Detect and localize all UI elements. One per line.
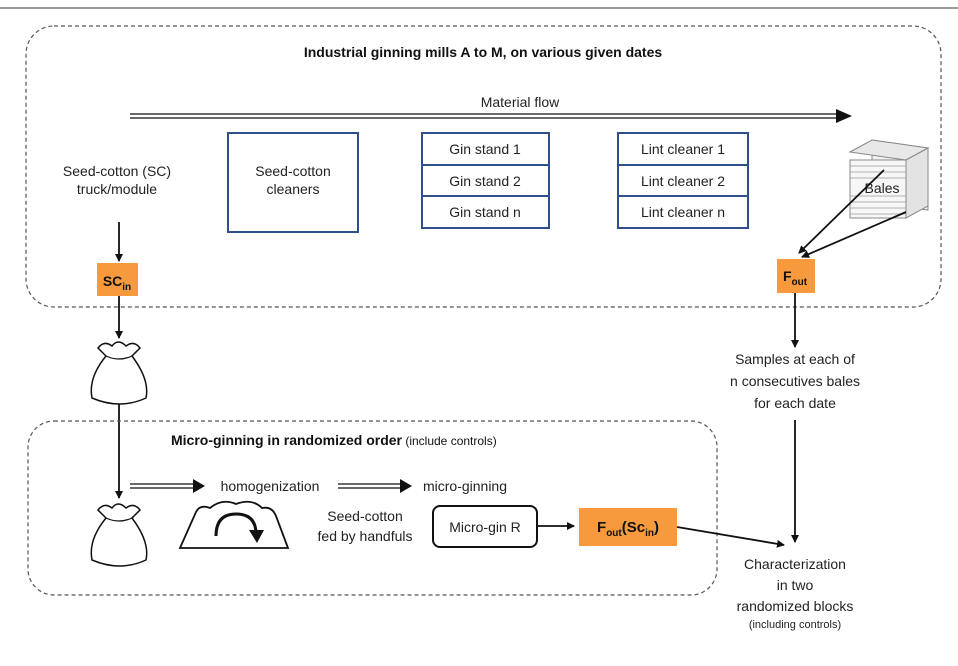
to-homogenization-arrow (130, 479, 205, 493)
gin-stand-label: Gin stand 2 (449, 173, 521, 189)
fout-sc-in-to-characterization-arrow (676, 526, 785, 548)
homogenization-label: homogenization (221, 478, 320, 494)
gin-stands-stack: Gin stand 1 Gin stand 2 Gin stand n (421, 132, 550, 229)
bales-to-fout-arrow (798, 169, 885, 254)
samples-line: Samples at each of (735, 351, 855, 367)
micro-gin-label: Micro-gin R (449, 519, 521, 535)
seed-cotton-cleaners-box (227, 132, 359, 233)
bales-to-fout-arrow (801, 211, 907, 258)
gin-stand-box (421, 164, 550, 197)
sc-in-label: SCin (103, 273, 131, 293)
homogenizer-icon (178, 500, 290, 549)
micro-ginning-title: Micro-ginning in randomized order (inclu… (171, 432, 497, 448)
lint-cleaners-stack: Lint cleaner 1 Lint cleaner 2 Lint clean… (617, 132, 749, 229)
f-out-badge (777, 259, 815, 293)
f-out-sc-in-label: Fout(Scin) (597, 519, 659, 539)
lint-cleaner-box (617, 195, 749, 229)
lint-cleaner-box (617, 164, 749, 197)
micro-ginning-label: micro-ginning (423, 478, 507, 494)
cleaners-label-line1: Seed-cotton (255, 163, 331, 179)
seed-cotton-label-line1: Seed-cotton (SC) (63, 163, 171, 179)
lint-cleaner-label: Lint cleaner 1 (641, 141, 725, 157)
characterization-line: Characterization (744, 556, 846, 572)
characterization-line: in two (777, 577, 814, 593)
material-flow-label: Material flow (481, 94, 560, 110)
gin-stand-label: Gin stand 1 (449, 141, 521, 157)
samples-line: n consecutives bales (730, 373, 860, 389)
fed-label-line2: fed by handfuls (318, 528, 413, 544)
material-flow-arrow (130, 109, 852, 123)
sc-in-badge (97, 263, 138, 296)
f-out-label: Fout (783, 268, 808, 288)
industrial-mills-region (25, 25, 942, 308)
characterization-note: (including controls) (749, 619, 841, 631)
samples-line: for each date (754, 395, 836, 411)
cleaners-label-line2: cleaners (267, 181, 320, 197)
gin-stand-label: Gin stand n (449, 204, 521, 220)
to-micro-ginning-arrow (338, 479, 412, 493)
gin-stand-box (421, 195, 550, 229)
sample-bag-icon (90, 341, 148, 405)
micro-ginning-region (27, 420, 718, 596)
fed-label-line1: Seed-cotton (327, 508, 403, 524)
lint-cleaner-label: Lint cleaner n (641, 204, 725, 220)
seed-cotton-label-line2: truck/module (77, 181, 157, 197)
bales-label: Bales (864, 180, 899, 196)
sample-bag-icon (90, 503, 148, 567)
industrial-mills-title: Industrial ginning mills A to M, on vari… (304, 44, 663, 60)
f-out-sc-in-badge (579, 508, 677, 546)
characterization-line: randomized blocks (737, 598, 854, 614)
bales-icon (848, 139, 930, 219)
lint-cleaner-label: Lint cleaner 2 (641, 173, 725, 189)
lint-cleaner-box (617, 132, 749, 166)
